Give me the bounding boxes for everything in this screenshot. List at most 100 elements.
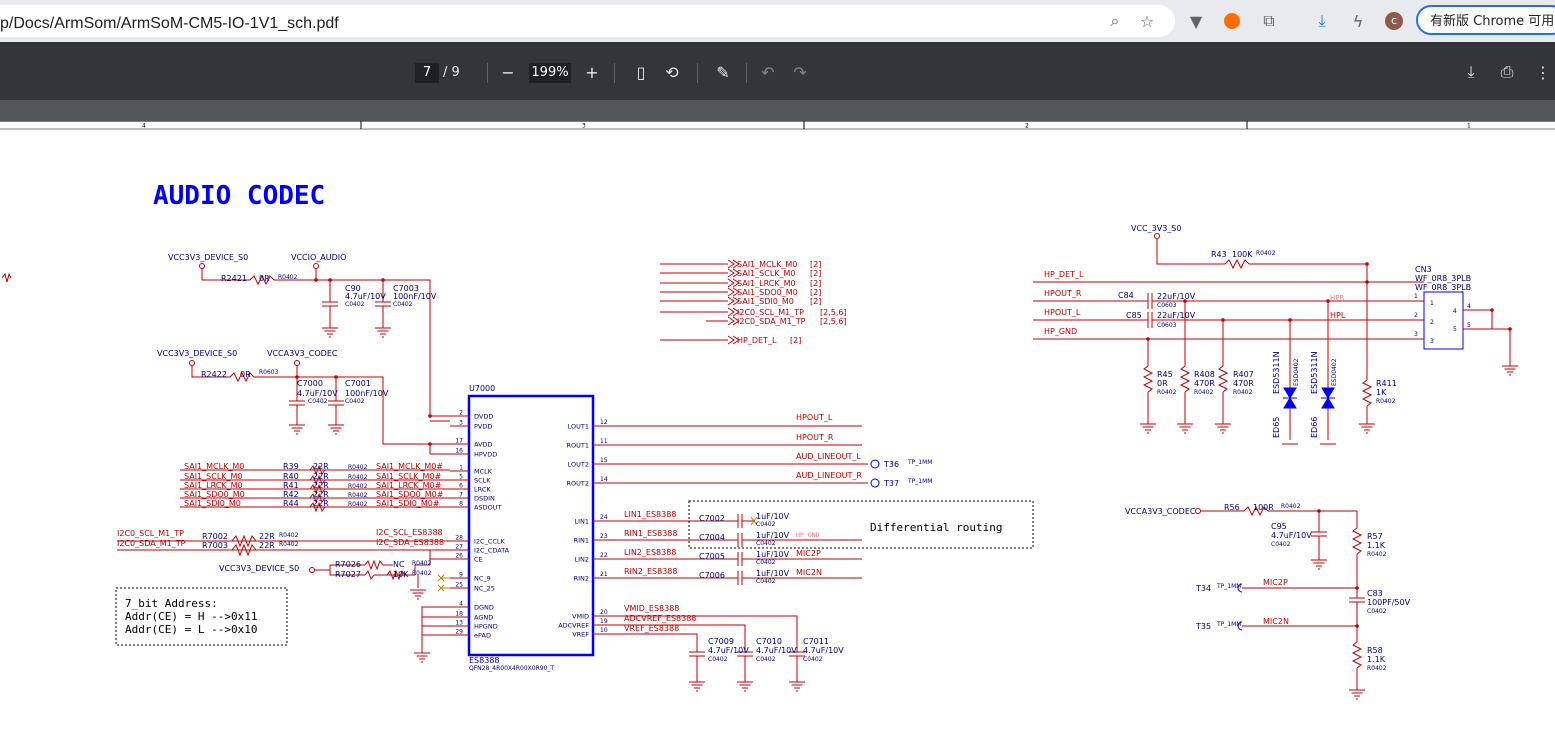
- print-icon[interactable]: ⎙: [1500, 62, 1514, 81]
- extension-orange-icon[interactable]: [1222, 11, 1242, 31]
- toolbar-divider: [697, 63, 698, 83]
- ic-pin-name: RIN1: [574, 537, 589, 545]
- vivaldi-icon[interactable]: ▼: [1189, 11, 1203, 31]
- net-vcc3v3-device: VCC3V3_DEVICE_S0: [168, 253, 248, 262]
- ground-symbol: [409, 589, 427, 600]
- c90-val: 4.7uF/10V: [345, 292, 386, 301]
- toolbar-divider: [487, 63, 488, 83]
- tp-t37-type: TP_1MM: [907, 478, 932, 485]
- ic-pin-number: 28: [455, 535, 463, 542]
- r7003-ref: R7003: [202, 541, 228, 550]
- ic-pin-name: ROUT2: [567, 480, 590, 488]
- toolbar-divider: [614, 63, 615, 83]
- sai-net-label: SAI1_SDI0_M0: [184, 499, 241, 508]
- sai-resistor-val: 22R: [313, 481, 329, 490]
- ic-pin-name: NC_25: [474, 585, 495, 593]
- more-icon[interactable]: ⋮: [1535, 62, 1551, 82]
- cn3-pin5-in: 5: [1453, 326, 1457, 333]
- net-i2c0-sda: I2C0_SDA_M1_TP: [117, 539, 186, 548]
- input-cap-ref: C7002: [699, 514, 725, 523]
- input-cap-pkg: C0402: [756, 521, 776, 528]
- r7003-pkg: R0402: [279, 541, 299, 548]
- sai-resistor-ref: R44: [283, 499, 299, 508]
- rotate-icon[interactable]: ⟲: [665, 62, 679, 82]
- download-icon[interactable]: ⤓: [1318, 11, 1326, 30]
- offpage-arrow: [727, 316, 740, 326]
- bookmark-star-icon[interactable]: ☆: [1139, 11, 1155, 31]
- ic-pin-number: 16: [455, 448, 463, 455]
- net-aud-lineout-l: AUD_LINEOUT_L: [796, 452, 861, 461]
- download-icon[interactable]: ⤓: [1467, 62, 1475, 81]
- net-mic2n: MIC2N: [1263, 617, 1289, 626]
- offpage-arrow: [727, 278, 740, 288]
- zoom-input[interactable]: 199%: [529, 63, 571, 83]
- url-field[interactable]: p/Docs/ArmSom/ArmSoM-CM5-IO-1V1_sch.pdf: [0, 5, 1175, 37]
- offpage-net: SAI1_SDO0_M0: [737, 288, 798, 297]
- ground-symbol: [736, 681, 754, 692]
- ground-symbol: [321, 327, 339, 338]
- zoom-icon[interactable]: ⌕: [1110, 11, 1120, 30]
- tp-t35-type: TP_1MM: [1216, 621, 1241, 628]
- ic-pin-number: 25: [455, 582, 463, 589]
- fit-page-icon[interactable]: ▯: [636, 62, 646, 82]
- ic-pin-number: 14: [600, 476, 608, 483]
- r408-val: 470R: [1194, 379, 1215, 388]
- redo-icon[interactable]: ↷: [793, 62, 807, 82]
- r43-val: 100K: [1232, 250, 1253, 259]
- offpage-pages: [2]: [790, 336, 801, 345]
- input-net: RIN1_ES8388: [624, 529, 677, 538]
- ic-pin-name: AGND: [474, 614, 493, 622]
- profile-avatar-icon[interactable]: c: [1384, 11, 1404, 31]
- c95-ref: C95: [1271, 522, 1287, 531]
- extensions-puzzle-icon[interactable]: ⧉: [1263, 11, 1275, 30]
- input-nets: [614, 514, 862, 585]
- ic-pin-number: 11: [600, 438, 608, 445]
- ground-symbol: [374, 327, 392, 338]
- r7026-val: NC: [393, 560, 405, 569]
- sai-resistor-ref: R39: [283, 462, 299, 471]
- ic-pin-number: 24: [600, 514, 608, 521]
- bolt-icon[interactable]: ϟ: [1352, 11, 1364, 31]
- ic-pin-name: DSDIN: [474, 495, 495, 503]
- ground-symbol: [288, 424, 306, 435]
- zoom-out-icon[interactable]: −: [501, 62, 515, 82]
- sai-net-label: SAI1_LRCK_M0: [184, 481, 243, 490]
- address-note-line-2: Addr(CE) = H -->0x11: [125, 610, 257, 623]
- sai-resistor-ref: R42: [283, 490, 299, 499]
- ic-pin-name: RIN2: [574, 575, 589, 583]
- url-text[interactable]: p/Docs/ArmSom/ArmSoM-CM5-IO-1V1_sch.pdf: [0, 15, 339, 32]
- address-note-line-1: 7_bit Address:: [125, 597, 218, 610]
- ic-pin-number: 17: [455, 438, 463, 445]
- nc-marker-c7002: [750, 516, 758, 526]
- net-vref: VREF_ES8388: [624, 624, 679, 633]
- cn3-pin2: 2: [1430, 319, 1434, 326]
- tp-t34: T34: [1195, 584, 1211, 593]
- ed65-ref: ED65: [1272, 417, 1281, 438]
- ground-symbol: [1348, 689, 1366, 700]
- r43-pkg: R0402: [1256, 250, 1276, 257]
- sai-resistor-pkg: R0402: [348, 464, 368, 471]
- page-total: / 9: [443, 65, 460, 80]
- sai-resistor-val: 22R: [313, 490, 329, 499]
- zoom-in-icon[interactable]: +: [585, 62, 599, 82]
- r411-val: 1K: [1376, 388, 1387, 397]
- offpage-pages: [2]: [810, 297, 821, 306]
- cn3-pin5: 5: [1467, 322, 1471, 329]
- annotate-icon[interactable]: ✎: [716, 62, 730, 82]
- undo-icon[interactable]: ↶: [761, 62, 775, 82]
- chrome-update-button[interactable]: 有新版 Chrome 可用: [1416, 5, 1555, 35]
- power-section-dvdd: [199, 263, 450, 422]
- ic-pin-name: LIN1: [574, 518, 589, 526]
- page-number-input[interactable]: 7: [415, 63, 439, 83]
- ce-vcc-net: VCC3V3_DEVICE_S0: [219, 564, 299, 573]
- c90-pkg: C0402: [345, 301, 365, 308]
- c7010-val: 4.7uF/10V: [756, 646, 797, 655]
- net-hpl: HPL: [1330, 311, 1346, 320]
- r7027-pkg: R0402: [412, 570, 432, 577]
- ic-pin-name: PVDD: [474, 423, 492, 431]
- c7009-pkg: C0402: [708, 656, 728, 663]
- schematic-page: 4 3 2 1 AUDIO CODEC VCC3V3_DEVICE_S0 VCC…: [0, 121, 1555, 739]
- r7027-val: 10K: [393, 570, 409, 579]
- profile-initial: c: [1385, 12, 1403, 30]
- sai-net-label-out: SAI1_SDO0_M0#: [376, 490, 444, 499]
